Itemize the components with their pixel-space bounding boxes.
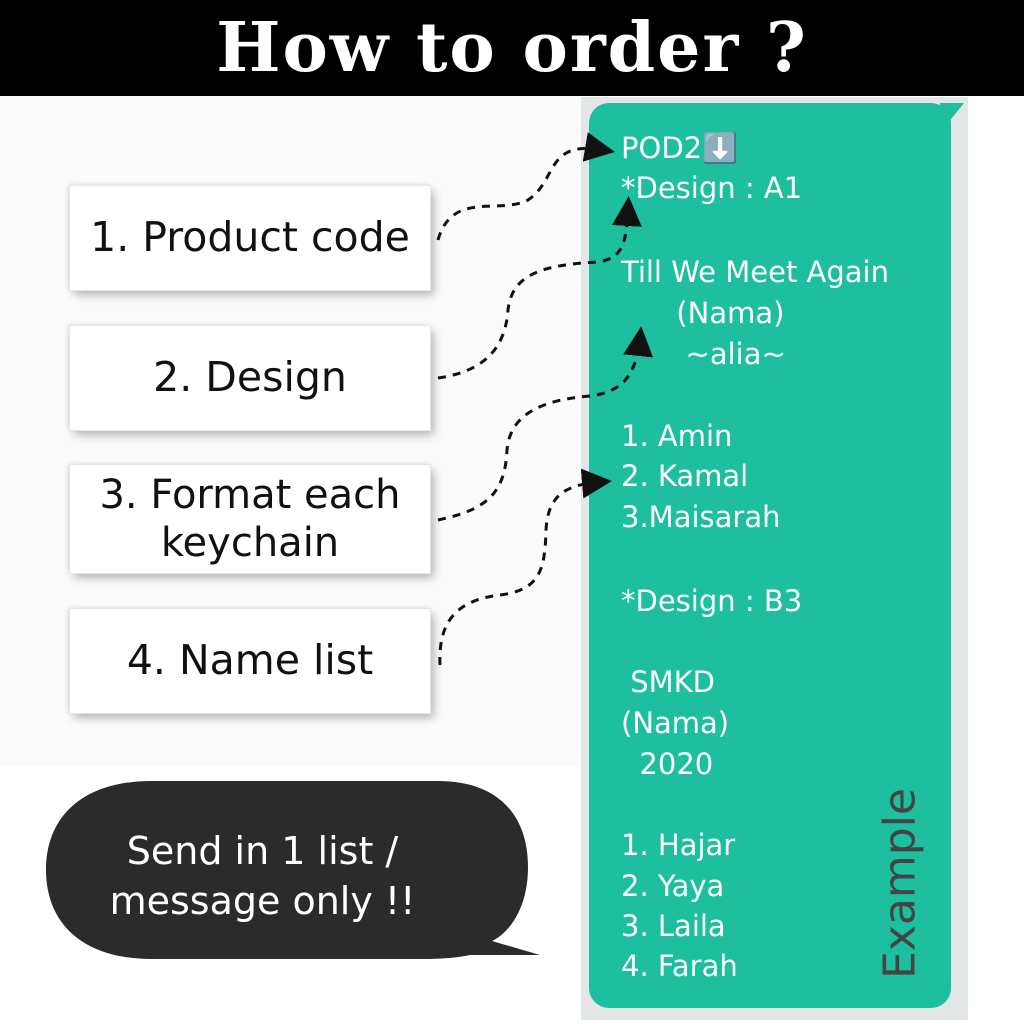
callout-text: Send in 1 list / message only !! bbox=[109, 829, 416, 923]
message-name-a2: 2. Kamal bbox=[621, 459, 749, 493]
message-name-a3: 3.Maisarah bbox=[621, 500, 781, 534]
message-code-line: POD2⬇️ bbox=[621, 131, 739, 165]
header-bar: How to order ? bbox=[0, 0, 1024, 96]
step-format: 3. Format each keychain bbox=[70, 465, 430, 573]
message-design-b: *Design : B3 bbox=[621, 584, 803, 618]
message-name-b3: 3. Laila bbox=[621, 909, 726, 943]
step-label: 4. Name list bbox=[126, 636, 374, 685]
arrow-name-list bbox=[438, 468, 612, 666]
message-design-a: *Design : A1 bbox=[621, 171, 803, 205]
arrow-format bbox=[437, 326, 654, 522]
step-name-list: 4. Name list bbox=[70, 609, 430, 713]
step-design: 2. Design bbox=[70, 326, 430, 430]
message-name-a1: 1. Amin bbox=[621, 419, 733, 453]
step-label: 2. Design bbox=[153, 353, 347, 402]
arrow-design bbox=[437, 196, 642, 380]
step-product-code: 1. Product code bbox=[70, 186, 430, 290]
callout-bubble-shape bbox=[46, 781, 540, 959]
message-name-b1: 1. Hajar bbox=[621, 828, 736, 862]
step-label: 1. Product code bbox=[90, 213, 410, 262]
message-bubble bbox=[589, 103, 951, 1008]
message-format-b: SMKD (Nama) 2020 bbox=[621, 665, 730, 781]
step-label: 3. Format each keychain bbox=[99, 472, 401, 566]
message-name-b4: 4. Farah bbox=[621, 949, 738, 983]
arrow-product-code bbox=[436, 132, 615, 241]
bubble-tail bbox=[940, 103, 964, 133]
message-format-a: Till We Meet Again (Nama) ~alia~ bbox=[621, 255, 889, 371]
message-name-b2: 2. Yaya bbox=[621, 869, 725, 903]
page-title: How to order ? bbox=[216, 8, 808, 88]
